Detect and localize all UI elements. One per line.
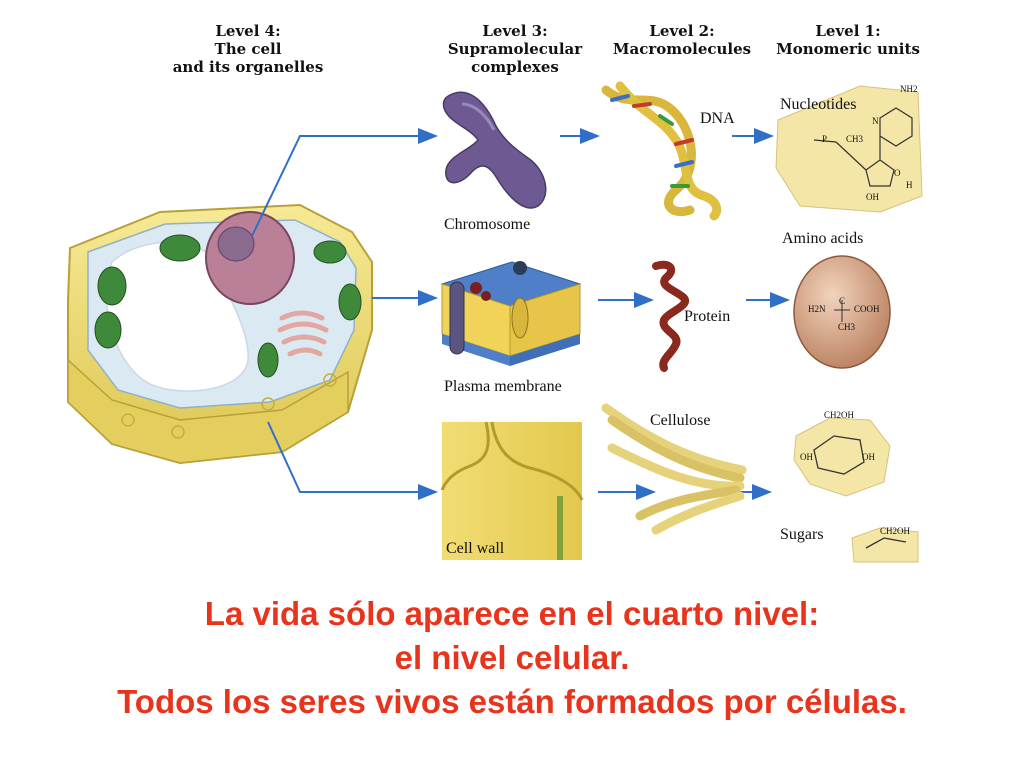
chem-ch3-nucleotide: CH3 <box>846 134 864 144</box>
header-level-1-line-1: Level 1: <box>815 22 881 40</box>
cell-wall-bottom-face <box>67 358 349 464</box>
chem-c: C <box>839 296 846 306</box>
label-amino-acids: Amino acids <box>782 230 864 247</box>
cellulose-illustration <box>601 403 747 535</box>
chem-h: H <box>906 180 913 190</box>
header-level-4: Level 4: The cell and its organelles <box>163 22 333 76</box>
caption-line-3: Todos los seres vivos están formados por… <box>117 683 907 720</box>
caption: La vida sólo aparece en el cuarto nivel:… <box>0 592 1024 724</box>
header-level-2-line-2: Macromolecules <box>612 40 752 58</box>
label-sugars: Sugars <box>780 526 824 543</box>
header-level-4-line-1: Level 4: <box>215 22 281 40</box>
chem-oh-nucleotide: OH <box>866 192 879 202</box>
levels-illustration <box>67 81 923 563</box>
header-level-4-line-2: The cell <box>214 40 282 58</box>
chem-ch3-amino: CH3 <box>838 322 856 332</box>
label-nucleotides: Nucleotides <box>780 96 857 113</box>
label-plasma-membrane: Plasma membrane <box>444 378 562 395</box>
label-protein: Protein <box>684 308 731 325</box>
header-level-1-line-2: Monomeric units <box>776 40 920 58</box>
chem-n: N <box>872 116 879 126</box>
arrow-cell-to-chromosome <box>251 128 438 237</box>
amino-acids-illustration <box>793 255 891 369</box>
label-chromosome: Chromosome <box>444 216 531 233</box>
plasma-membrane-illustration <box>440 261 582 366</box>
chem-h2n: H2N <box>808 304 826 314</box>
chem-oh-sugar-2: OH <box>862 452 875 462</box>
chem-ch2oh-1: CH2OH <box>824 410 855 420</box>
header-level-3-line-3: complexes <box>471 58 559 76</box>
chem-cooh: COOH <box>854 304 880 314</box>
label-cellulose: Cellulose <box>650 412 711 429</box>
dna-illustration <box>601 81 722 221</box>
nucleus <box>205 211 295 305</box>
chromosome-illustration <box>442 91 547 209</box>
header-level-3: Level 3: Supramolecular complexes <box>430 22 600 76</box>
nucleotides-illustration <box>775 85 923 213</box>
chem-p: P <box>822 134 828 144</box>
wall-pits <box>121 373 337 439</box>
golgi <box>277 310 329 357</box>
label-dna: DNA <box>700 110 735 127</box>
sugars-illustration <box>793 417 919 563</box>
protein-illustration <box>652 260 690 372</box>
arrow-cell-to-wall <box>267 421 438 500</box>
header-level-3-line-2: Supramolecular <box>447 40 583 58</box>
header-level-2: Level 2: Macromolecules <box>597 22 767 58</box>
chloroplasts <box>94 234 362 378</box>
header-level-1: Level 1: Monomeric units <box>763 22 933 58</box>
caption-line-2: el nivel celular. <box>394 639 630 676</box>
chem-nh2: NH2 <box>900 84 918 94</box>
header-level-3-line-1: Level 3: <box>482 22 548 40</box>
header-level-4-line-3: and its organelles <box>172 58 324 76</box>
header-level-2-line-1: Level 2: <box>649 22 715 40</box>
plant-cell-illustration <box>67 203 373 465</box>
label-cell-wall: Cell wall <box>446 540 505 557</box>
chem-oh-sugar-1: OH <box>800 452 813 462</box>
connector-arrows <box>251 128 790 500</box>
caption-line-1: La vida sólo aparece en el cuarto nivel: <box>204 595 820 632</box>
cell-wall-illustration <box>440 421 584 560</box>
chem-ch2oh-2: CH2OH <box>880 526 911 536</box>
chem-o-ring: O <box>894 168 901 178</box>
